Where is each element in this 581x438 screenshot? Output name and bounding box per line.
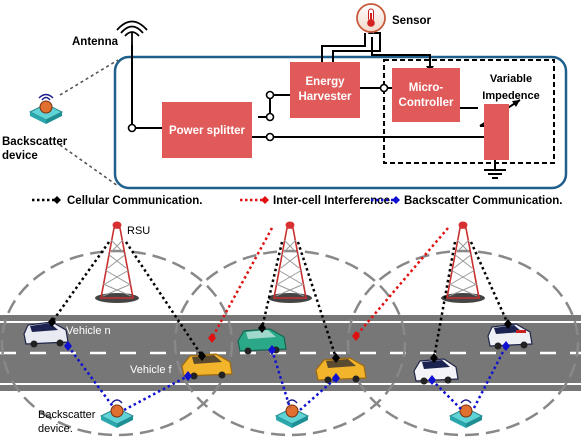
thermometer-sensor-icon bbox=[356, 3, 386, 33]
interference-links bbox=[210, 227, 449, 339]
rsu-tower-3-icon bbox=[441, 221, 485, 303]
vehicle-n-icon bbox=[23, 321, 69, 348]
legend-cellular-label: Cellular Communication. bbox=[67, 195, 202, 207]
zoom-line-top bbox=[59, 59, 119, 96]
energy-harvester-box bbox=[290, 62, 360, 118]
legend-interference: Inter-cell Interference. bbox=[240, 195, 393, 207]
circuit-diagram: Antenna Sensor Power splitter Energy Har… bbox=[2, 3, 568, 190]
road-scene: RSU bbox=[0, 221, 581, 437]
legend-backscatter-label: Backscatter Communication. bbox=[404, 195, 563, 207]
variable-impedance-box bbox=[484, 104, 509, 160]
cellular-link-markers bbox=[48, 317, 512, 363]
backscatter-device-3-icon bbox=[448, 399, 484, 428]
impedance-arrow-head bbox=[512, 100, 520, 107]
backscatter-device-label-line1: Backscatter bbox=[2, 136, 68, 148]
legend: Cellular Communication. Inter-cell Inter… bbox=[32, 195, 563, 207]
rsu-label: RSU bbox=[127, 225, 150, 237]
energy-harvester-label-line1: Energy bbox=[306, 76, 346, 88]
yellow-car-2-icon bbox=[315, 357, 367, 384]
legend-backscatter: Backscatter Communication. bbox=[371, 195, 563, 207]
power-splitter-box bbox=[162, 102, 252, 158]
backscatter-device-1-icon bbox=[99, 399, 135, 428]
teal-car-icon bbox=[237, 328, 287, 355]
wire-terminals bbox=[127, 83, 389, 142]
power-splitter-label: Power splitter bbox=[169, 125, 246, 137]
backscatter-device-icon bbox=[28, 93, 64, 124]
energy-harvester-label-line2: Harvester bbox=[298, 91, 352, 103]
scene-backscatter-label-line1: Backscatter bbox=[38, 409, 96, 421]
white-navy-car-icon bbox=[413, 358, 459, 385]
variable-impedance-label-line2: Impedence bbox=[482, 90, 539, 102]
scene-backscatter-label-line2: device. bbox=[38, 423, 73, 435]
circuit-frame bbox=[113, 55, 568, 190]
micro-controller-label-line1: Micro- bbox=[409, 82, 444, 94]
vehicle-n-label: Vehicle n bbox=[66, 325, 111, 337]
backscatter-device-label-line2: device bbox=[2, 150, 38, 162]
backscatter-device-2-icon bbox=[274, 399, 310, 428]
zoom-line-bottom bbox=[59, 144, 119, 187]
micro-controller-box bbox=[392, 68, 460, 122]
legend-interference-label: Inter-cell Interference. bbox=[273, 195, 393, 207]
cellular-links bbox=[50, 241, 510, 359]
sensor-label: Sensor bbox=[392, 15, 432, 27]
backscatter-link-markers bbox=[64, 341, 510, 385]
backscatter-links bbox=[66, 345, 508, 412]
white-red-car-icon bbox=[487, 323, 533, 350]
rsu-tower-1-icon bbox=[95, 221, 139, 303]
interference-link-markers bbox=[208, 331, 360, 343]
antenna-icon bbox=[116, 20, 148, 47]
legend-cellular: Cellular Communication. bbox=[32, 195, 202, 207]
rsu-tower-2-icon bbox=[268, 221, 312, 303]
variable-impedance-label-line1: Variable bbox=[490, 73, 532, 85]
controller-group-box bbox=[383, 59, 555, 164]
vehicle-f-label: Vehicle f bbox=[130, 364, 173, 376]
micro-controller-label-line2: Controller bbox=[399, 97, 454, 109]
antenna-label: Antenna bbox=[72, 36, 119, 48]
cell-coverage-circles bbox=[0, 249, 580, 437]
